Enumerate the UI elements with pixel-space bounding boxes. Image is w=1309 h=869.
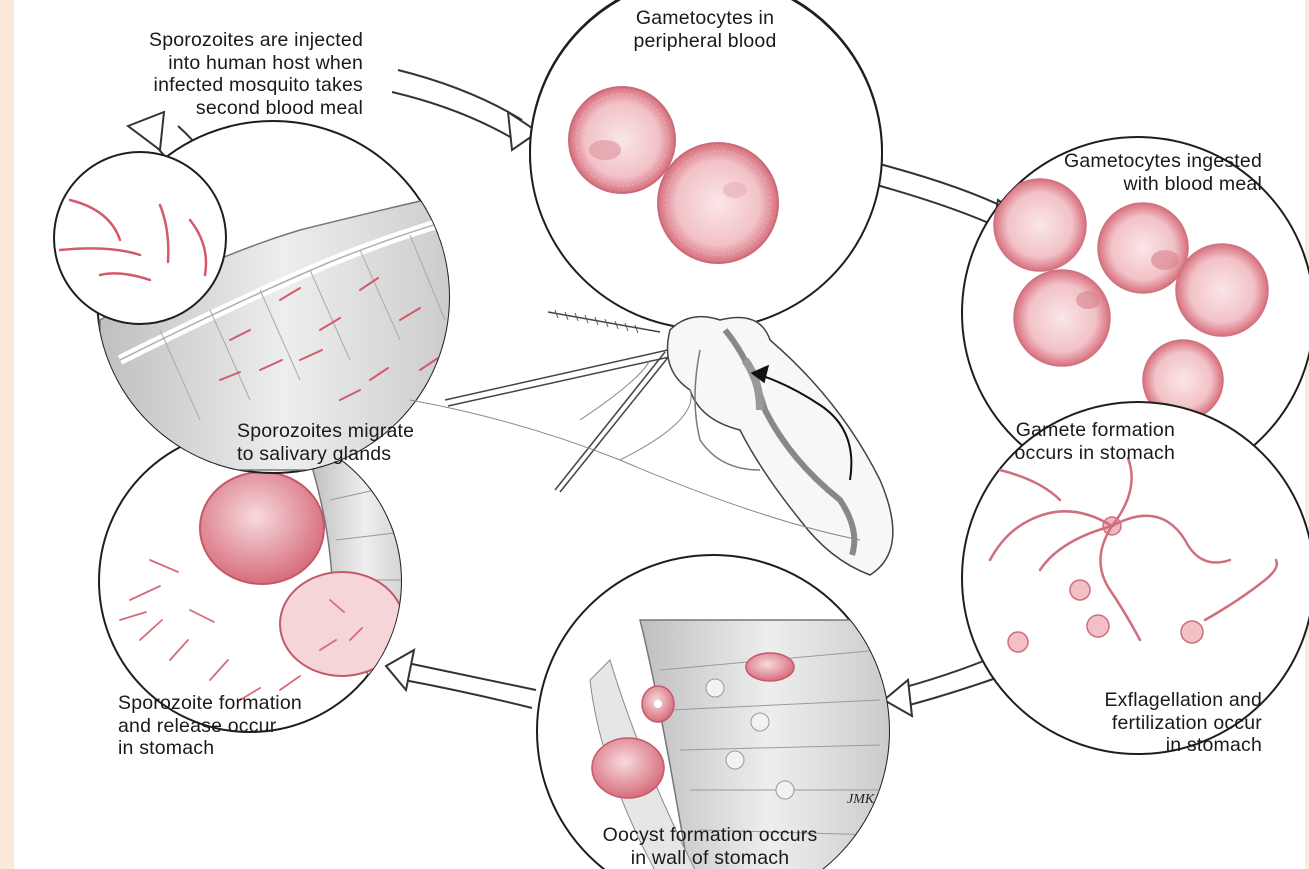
label-exflagellation: Exflagellation and fertilization occur i… <box>985 689 1262 757</box>
label-sporozoites-migrate: Sporozoites migrate to salivary glands <box>237 420 537 465</box>
label-gametocytes-blood: Gametocytes in peripheral blood <box>560 7 850 52</box>
label-sporozoites-injected: Sporozoites are injected into human host… <box>10 29 363 119</box>
artist-signature: JMK <box>847 792 875 807</box>
label-gamete-formation: Gamete formation occurs in stomach <box>905 419 1175 464</box>
label-sporozoite-formation: Sporozoite formation and release occur i… <box>118 692 418 760</box>
label-oocyst-formation: Oocyst formation occurs in wall of stoma… <box>520 824 900 869</box>
label-gametocytes-ingested: Gametocytes ingested with blood meal <box>935 150 1262 195</box>
